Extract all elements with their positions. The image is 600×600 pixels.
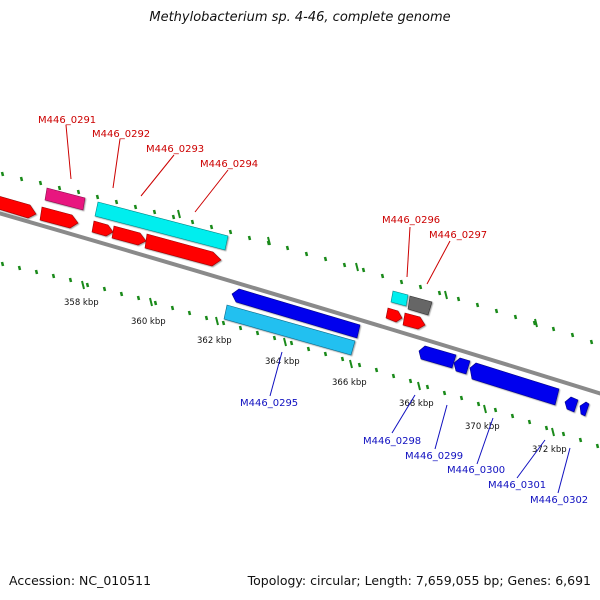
gene-label-m446-0298[interactable]: M446_0298 bbox=[363, 436, 421, 447]
gene-arrow[interactable] bbox=[390, 290, 409, 307]
gene-label-m446-0296[interactable]: M446_0296 bbox=[382, 215, 440, 226]
gene-label-m446-0300[interactable]: M446_0300 bbox=[447, 465, 505, 476]
gene-arrow[interactable] bbox=[231, 288, 361, 339]
gene-arrow[interactable] bbox=[223, 304, 356, 356]
scale-label: 362 kbp bbox=[197, 336, 232, 346]
gene-arrow[interactable] bbox=[91, 220, 114, 237]
inner-tick-ring bbox=[0, 261, 600, 449]
gene-label-m446-0299[interactable]: M446_0299 bbox=[405, 451, 463, 462]
scale-label: 366 kbp bbox=[332, 378, 367, 388]
genome-backbone bbox=[0, 211, 600, 396]
gene-label-m446-0294[interactable]: M446_0294 bbox=[200, 159, 258, 170]
gene-label-m446-0293[interactable]: M446_0293 bbox=[146, 144, 204, 155]
forward-label-leaders bbox=[65, 124, 451, 285]
gene-label-m446-0295[interactable]: M446_0295 bbox=[240, 398, 298, 409]
forward-strand-genes bbox=[0, 187, 433, 330]
gene-arrow[interactable] bbox=[469, 362, 560, 406]
gene-arrow[interactable] bbox=[564, 396, 579, 413]
gene-label-m446-0292[interactable]: M446_0292 bbox=[92, 129, 150, 140]
gene-arrow[interactable] bbox=[579, 401, 590, 417]
gene-arrow[interactable] bbox=[453, 357, 471, 375]
gene-arrow[interactable] bbox=[385, 307, 403, 323]
accession-text: Accession: NC_010511 bbox=[9, 573, 152, 588]
gene-label-m446-0301[interactable]: M446_0301 bbox=[488, 480, 546, 491]
gene-label-m446-0291[interactable]: M446_0291 bbox=[38, 115, 96, 126]
genome-summary-text: Topology: circular; Length: 7,659,055 bp… bbox=[247, 573, 591, 588]
scale-label: 364 kbp bbox=[265, 357, 300, 367]
map-title: Methylobacterium sp. 4-46, complete geno… bbox=[149, 10, 451, 25]
gene-arrow[interactable] bbox=[407, 295, 433, 316]
gene-arrow[interactable] bbox=[402, 312, 426, 330]
gene-arrow[interactable] bbox=[44, 187, 86, 211]
scale-label: 372 kbp bbox=[532, 445, 567, 455]
gene-arrow[interactable] bbox=[94, 201, 229, 251]
scale-label: 370 kbp bbox=[465, 422, 500, 432]
gene-label-m446-0302[interactable]: M446_0302 bbox=[530, 495, 588, 506]
gene-arrow[interactable] bbox=[0, 195, 37, 219]
gene-arrow[interactable] bbox=[418, 345, 457, 369]
scale-label: 368 kbp bbox=[399, 399, 434, 409]
scale-label: 358 kbp bbox=[64, 298, 99, 308]
gene-arrow[interactable] bbox=[144, 233, 222, 267]
gene-label-m446-0297[interactable]: M446_0297 bbox=[429, 230, 487, 241]
reverse-label-leaders bbox=[269, 351, 571, 494]
reverse-strand-genes bbox=[223, 288, 590, 417]
gene-arrow[interactable] bbox=[111, 225, 147, 246]
outer-tick-ring bbox=[0, 171, 594, 345]
gene-arrow[interactable] bbox=[39, 206, 79, 229]
scale-label: 360 kbp bbox=[131, 317, 166, 327]
